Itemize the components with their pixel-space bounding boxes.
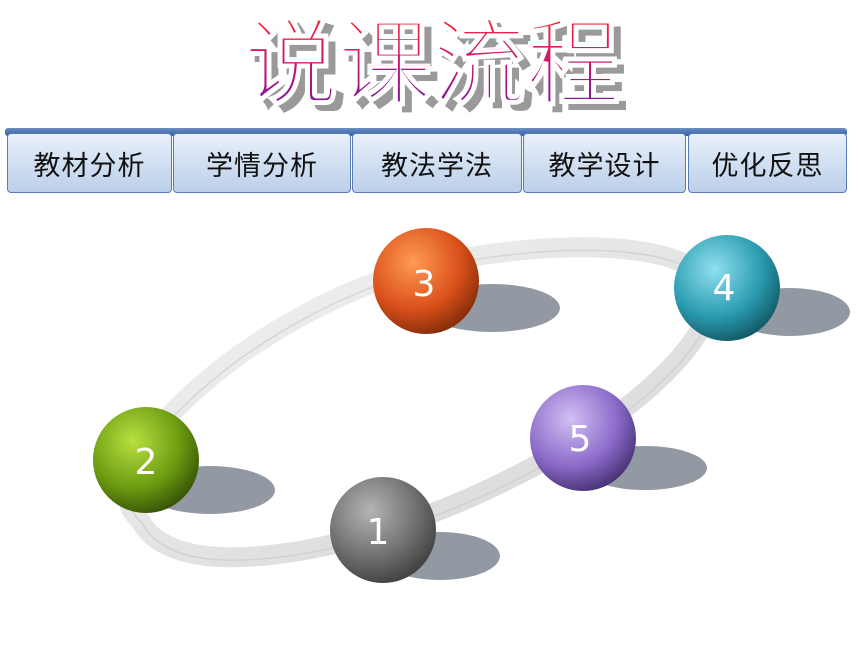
- step-1[interactable]: 1: [330, 477, 436, 583]
- page-title-shadow: 说课流程: [252, 17, 628, 118]
- step-2[interactable]: 2: [93, 407, 199, 513]
- step-4-number: 4: [713, 268, 736, 309]
- tab-teaching-design[interactable]: 教学设计: [523, 133, 686, 193]
- step-5[interactable]: 5: [530, 385, 636, 491]
- page-title-text: 说课流程: [244, 10, 620, 118]
- tab-optimization-reflection[interactable]: 优化反思: [688, 133, 847, 193]
- sphere-1: [330, 477, 436, 583]
- cycle-diagram: 2 3 4 5 1: [93, 228, 850, 583]
- tab-bar-strip: [5, 128, 847, 136]
- sphere-2: [93, 407, 199, 513]
- page-title: 说课流程 说课流程: [243, 9, 628, 118]
- step-3-number: 3: [413, 264, 436, 305]
- sphere-3: [373, 228, 479, 334]
- tab-teaching-methods[interactable]: 教法学法: [352, 133, 522, 193]
- step-1-number: 1: [367, 512, 390, 553]
- sphere-4: [674, 235, 780, 341]
- tab-student-analysis[interactable]: 学情分析: [173, 133, 351, 193]
- tab-bar: 教材分析 学情分析 教法学法 教学设计 优化反思: [7, 133, 847, 195]
- step-3[interactable]: 3: [373, 228, 479, 334]
- sphere-5: [530, 385, 636, 491]
- step-5-number: 5: [569, 419, 592, 460]
- step-2-number: 2: [135, 442, 158, 483]
- tab-teaching-material-analysis[interactable]: 教材分析: [7, 133, 172, 193]
- step-4[interactable]: 4: [674, 235, 780, 341]
